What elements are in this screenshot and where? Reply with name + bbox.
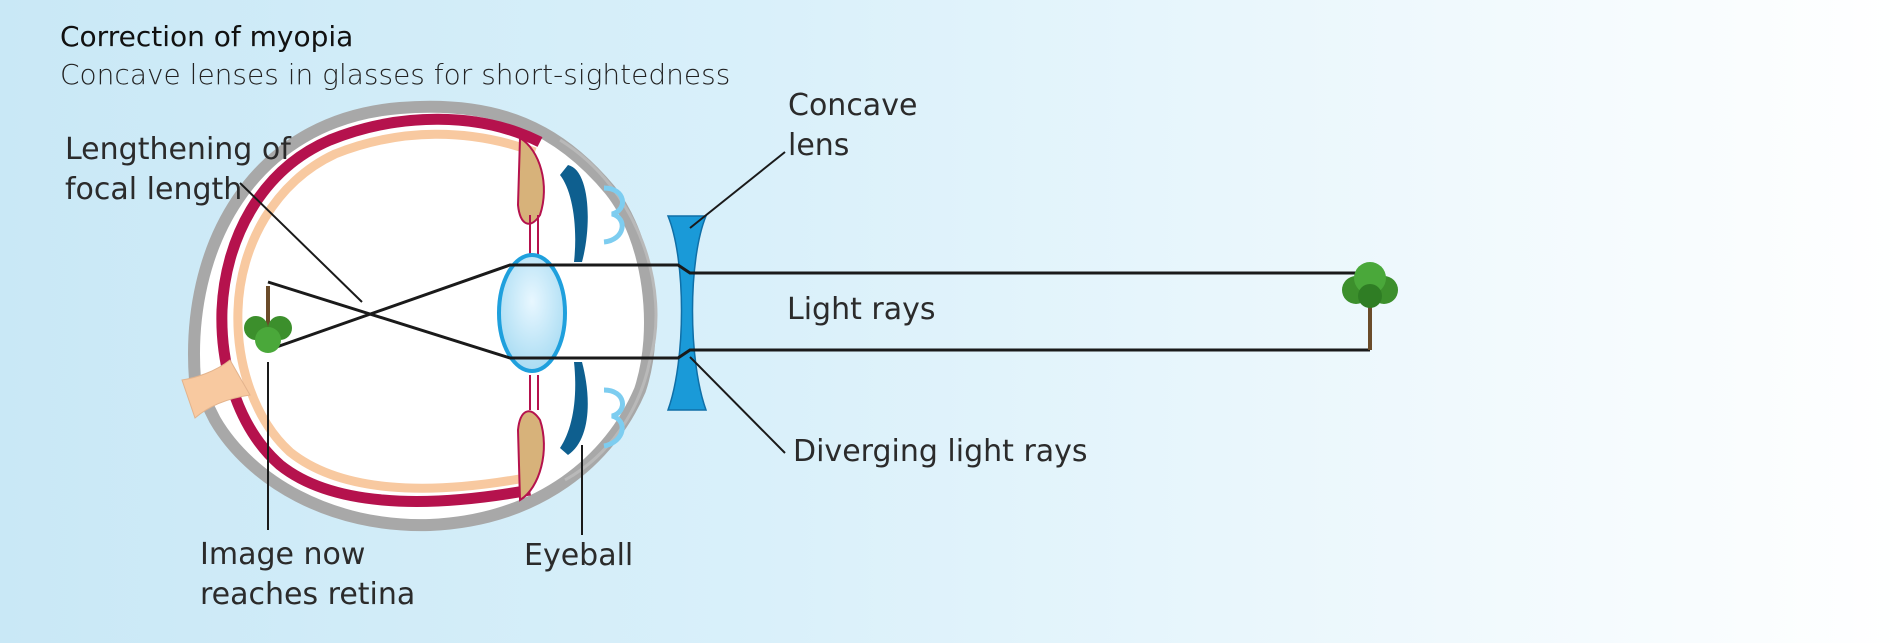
- concave-lens-label-line2: lens: [788, 128, 850, 163]
- lower-ray: [267, 280, 1370, 360]
- ciliary-body: [516, 136, 545, 502]
- eye-lens: [497, 253, 567, 373]
- light-rays-label: Light rays: [787, 292, 936, 327]
- tree-icon: [1342, 262, 1398, 350]
- diagram-subtitle: Concave lenses in glasses for short-sigh…: [60, 58, 731, 91]
- diagram-title: Correction of myopia: [60, 20, 354, 53]
- lower-eyelid: [603, 387, 625, 449]
- focal-length-label-line1: Lengthening of: [65, 132, 291, 167]
- image-retina-label-line2: reaches retina: [200, 577, 416, 612]
- focal-length-leader: [239, 182, 363, 303]
- diverging-rays-leader: [689, 356, 786, 454]
- focal-length-label-line2: focal length: [65, 172, 243, 207]
- concave-lens: [666, 215, 708, 411]
- concave-lens-label-line1: Concave: [788, 88, 918, 123]
- inverted-tree-icon: [244, 286, 292, 353]
- upper-ray: [267, 263, 1370, 352]
- concave-lens-leader: [689, 151, 786, 229]
- diverging-rays-label: Diverging light rays: [793, 434, 1088, 469]
- upper-eyelid: [603, 185, 625, 245]
- leader-lines: [239, 151, 786, 535]
- image-retina-label-line1: Image now: [200, 537, 366, 572]
- eyeball-label: Eyeball: [524, 538, 634, 573]
- iris: [560, 165, 588, 455]
